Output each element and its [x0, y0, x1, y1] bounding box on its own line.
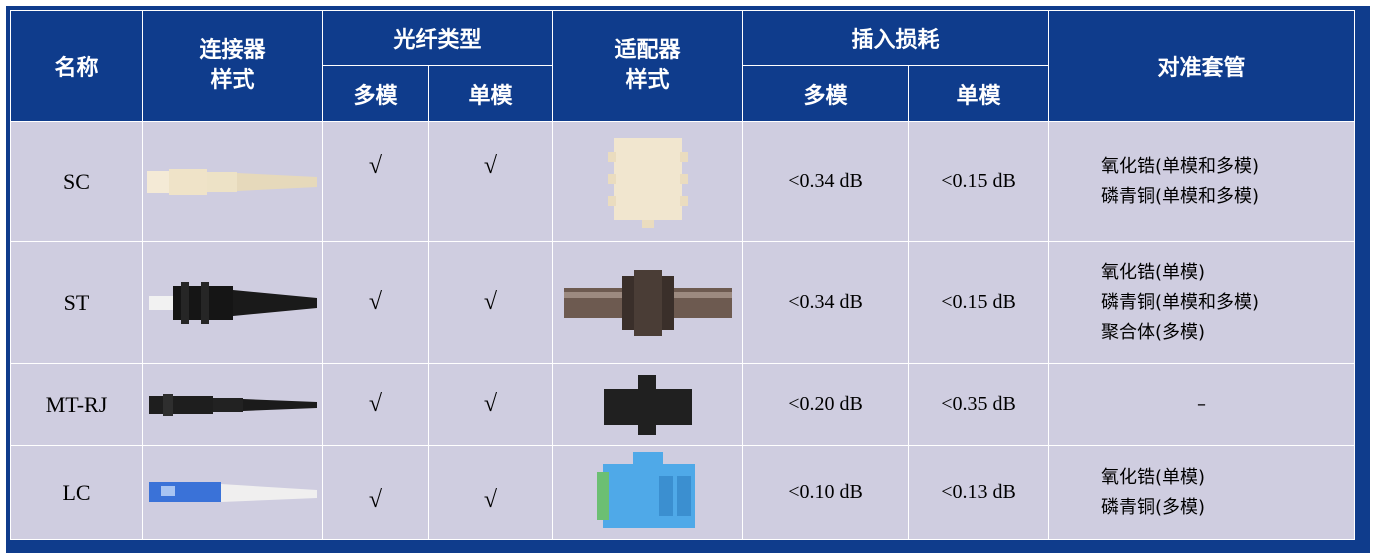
st-connector-image	[142, 241, 323, 364]
loss-singlemode: <0.35 dB	[908, 363, 1050, 446]
header-row-2: 多模 单模 多模 单模	[11, 65, 1355, 122]
singlemode-check: √	[427, 241, 554, 364]
header-alignment-sleeve: 对准套管	[1048, 10, 1356, 122]
header-fiber-multimode: 多模	[322, 65, 429, 122]
loss-multimode: <0.10 dB	[742, 445, 910, 540]
multimode-check: √	[322, 121, 429, 242]
connector-name: LC	[10, 445, 143, 540]
loss-multimode: <0.34 dB	[742, 241, 910, 364]
connector-comparison-table: 名称 连接器 样式 光纤类型 适配器 样式 插入损耗 对准套管 多模 单模 多模…	[10, 10, 1356, 540]
singlemode-check: √	[427, 445, 554, 540]
lc-connector-image	[142, 445, 323, 540]
connector-name: ST	[10, 241, 143, 364]
lc-adapter-image	[552, 445, 744, 540]
header-name: 名称	[10, 10, 143, 122]
sleeve-line: 聚合体(多模)	[1101, 321, 1206, 343]
table-row: MT-RJ √ √ <0.20 dB <0.35 dB –	[10, 363, 1356, 446]
header-loss-singlemode: 单模	[908, 65, 1050, 122]
header-fiber-singlemode: 单模	[427, 65, 554, 122]
alignment-sleeve-cell: 氧化锆(单模) 磷青铜(单模和多模) 聚合体(多模)	[1048, 241, 1356, 364]
header-loss-multimode: 多模	[742, 65, 910, 122]
sleeve-line: 氧化锆(单模)	[1101, 466, 1206, 488]
singlemode-check: √	[427, 121, 554, 242]
loss-singlemode: <0.15 dB	[908, 121, 1050, 242]
alignment-sleeve-cell: 氧化锆(单模和多模) 磷青铜(单模和多模)	[1048, 121, 1356, 242]
sleeve-line: 氧化锆(单模和多模)	[1101, 155, 1260, 177]
header-row-1: 名称 连接器 样式 光纤类型 适配器 样式 插入损耗 对准套管	[10, 10, 1356, 122]
sc-adapter-image	[552, 121, 744, 242]
loss-multimode: <0.34 dB	[742, 121, 910, 242]
multimode-check: √	[322, 241, 429, 364]
st-adapter-image	[552, 241, 744, 364]
mtrj-connector-image	[142, 363, 323, 446]
mtrj-adapter-image	[552, 363, 744, 446]
connector-name: MT-RJ	[10, 363, 143, 446]
connector-name: SC	[10, 121, 143, 242]
table-row: ST √ √ <0.34 dB <0.15 dB 氧	[10, 241, 1356, 364]
sleeve-line: 磷青铜(单模和多模)	[1101, 291, 1260, 313]
header-insertion-loss: 插入损耗	[742, 10, 1050, 66]
table-row: SC √ √ <0.34 dB <0.15 dB	[10, 121, 1356, 242]
sleeve-line: –	[1197, 393, 1207, 415]
header-fiber-type: 光纤类型	[321, 10, 554, 66]
sleeve-line: 磷青铜(单模和多模)	[1101, 185, 1260, 207]
alignment-sleeve-cell: 氧化锆(单模) 磷青铜(多模)	[1048, 445, 1356, 540]
table-row: LC √ √ <0.10 dB <0.13 dB 氧化锆(单模) 磷青铜(多模)	[10, 445, 1356, 540]
sleeve-line: 氧化锆(单模)	[1101, 261, 1206, 283]
sleeve-line: 磷青铜(多模)	[1101, 496, 1206, 518]
header-connector-style: 连接器 样式	[142, 10, 323, 122]
sc-connector-image	[142, 121, 323, 242]
loss-singlemode: <0.15 dB	[908, 241, 1050, 364]
multimode-check: √	[322, 445, 429, 540]
multimode-check: √	[322, 363, 429, 446]
singlemode-check: √	[427, 363, 554, 446]
header-adapter-style: 适配器 样式	[552, 10, 744, 122]
loss-singlemode: <0.13 dB	[908, 445, 1050, 540]
alignment-sleeve-cell: –	[1048, 363, 1356, 446]
loss-multimode: <0.20 dB	[742, 363, 910, 446]
